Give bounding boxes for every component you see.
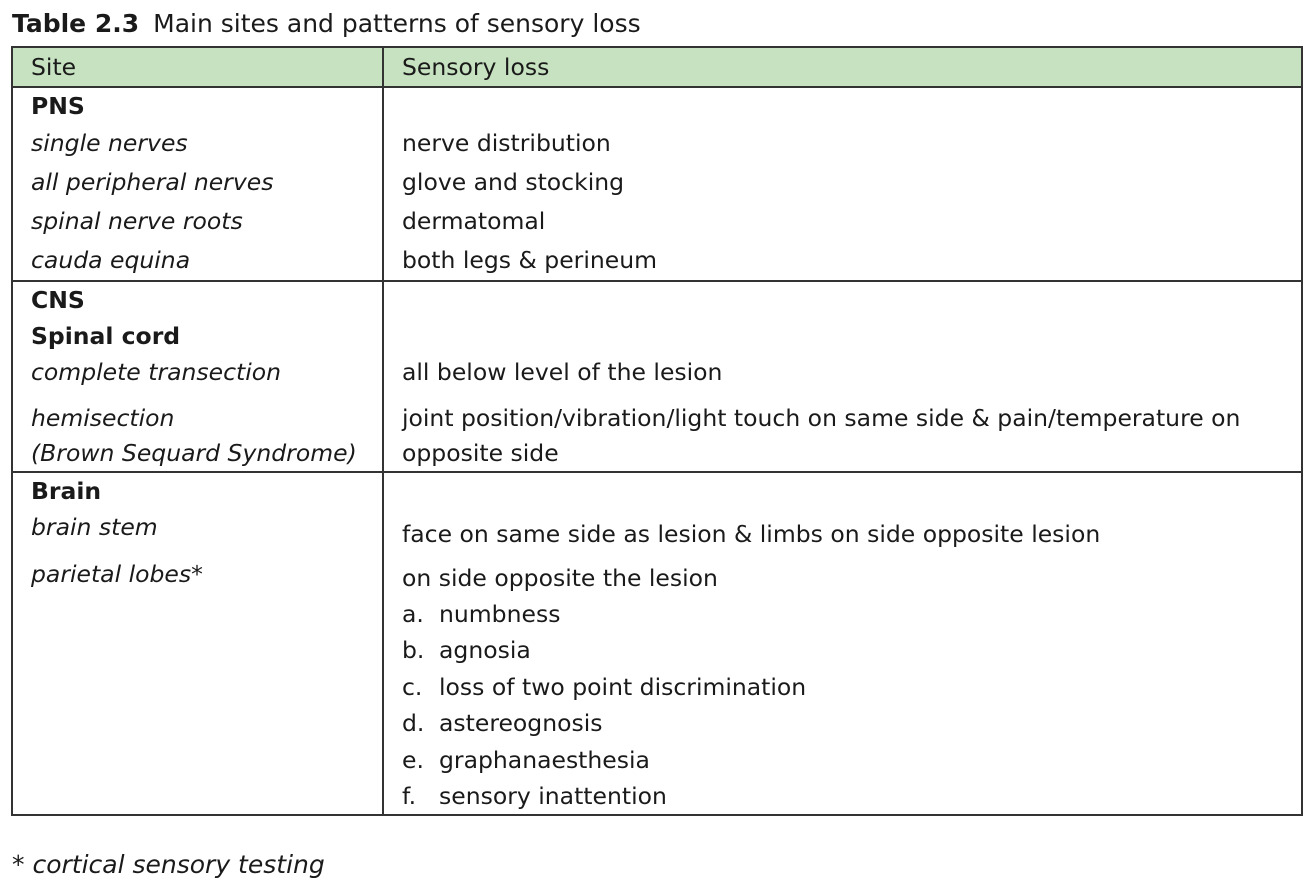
loss-glove-and-stocking: glove and stocking [402,168,625,196]
loss-all-below-level: all below level of the lesion [402,358,723,386]
brain-site-cell: Brain brain stem parietal lobes* [11,470,384,817]
loss-hemisection-line1: joint position/vibration/light touch on … [402,404,1241,432]
cns-section: CNS Spinal cord complete transection hem… [11,280,1303,473]
list-marker: c. [402,672,423,701]
table-caption: Table 2.3 Main sites and patterns of sens… [12,6,641,42]
list-marker: b. [402,636,425,665]
brain-loss-cell: face on same side as lesion & limbs on s… [382,470,1303,817]
loss-hemisection-line2: opposite side [402,439,559,467]
site-brain-stem: brain stem [31,513,158,541]
cns-site-cell: CNS Spinal cord complete transection hem… [11,280,384,473]
list-item: d. astereognosis [402,705,1301,741]
pns-group-heading: PNS [31,92,85,120]
pns-loss-cell: nerve distribution glove and stocking de… [382,86,1303,282]
list-item: c. loss of two point discrimination [402,669,1301,705]
loss-parietal-lobes: on side opposite the lesion [402,564,718,592]
list-marker: a. [402,600,424,628]
list-text: astereognosis [439,709,603,738]
site-brown-sequard: (Brown Sequard Syndrome) [31,439,357,467]
table-header-row: Site Sensory loss [11,46,1303,88]
list-marker: e. [402,745,424,774]
site-cauda-equina: cauda equina [31,246,191,274]
site-complete-transection: complete transection [31,358,282,386]
loss-brain-stem: face on same side as lesion & limbs on s… [402,520,1101,548]
sensory-loss-table: Site Sensory loss PNS single nerves all … [11,46,1303,817]
site-single-nerves: single nerves [31,129,188,157]
table-number: Table 2.3 [12,9,140,38]
list-item: b. agnosia [402,632,1301,668]
pns-section: PNS single nerves all peripheral nerves … [11,86,1303,282]
header-site: Site [11,46,384,88]
list-item: e. graphanaesthesia [402,742,1301,778]
site-all-peripheral-nerves: all peripheral nerves [31,168,274,196]
list-text: numbness [439,600,561,628]
spinal-cord-subheading: Spinal cord [31,322,181,350]
list-marker: f. [402,781,417,810]
list-text: graphanaesthesia [439,745,650,774]
cns-loss-cell: all below level of the lesion joint posi… [382,280,1303,473]
table-title: Main sites and patterns of sensory loss [153,9,641,38]
list-text: agnosia [439,636,531,665]
site-parietal-lobes: parietal lobes* [31,560,203,588]
list-marker: d. [402,709,425,738]
header-sensory-loss: Sensory loss [382,46,1303,88]
site-hemisection: hemisection [31,404,175,432]
list-item: f. sensory inattention [402,778,1301,814]
loss-nerve-distribution: nerve distribution [402,129,611,157]
site-spinal-nerve-roots: spinal nerve roots [31,207,243,235]
brain-group-heading: Brain [31,477,102,505]
list-item: a. numbness [402,596,1301,632]
brain-section: Brain brain stem parietal lobes* face on… [11,470,1303,817]
table-footnote: * cortical sensory testing [12,850,325,879]
pns-site-cell: PNS single nerves all peripheral nerves … [11,86,384,282]
cns-group-heading: CNS [31,286,85,314]
list-text: sensory inattention [439,781,667,810]
loss-dermatomal: dermatomal [402,207,546,235]
loss-both-legs-perineum: both legs & perineum [402,246,657,274]
list-text: loss of two point discrimination [439,672,807,701]
